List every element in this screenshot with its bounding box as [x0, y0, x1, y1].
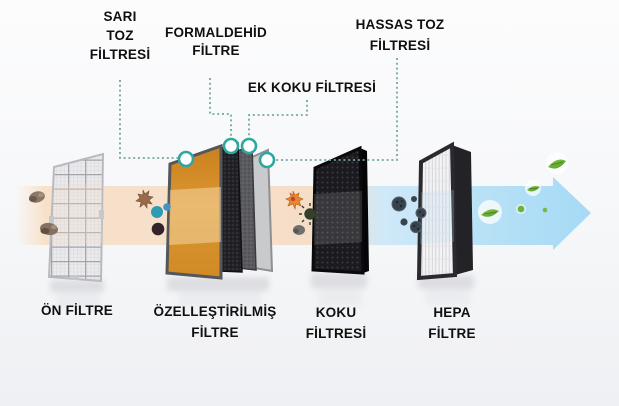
label-sari-toz-filtresi: SARI TOZ FİLTRESİ: [70, 7, 170, 64]
label-line: EK KOKU FİLTRESİ: [247, 80, 377, 95]
label-on-filtre: ÖN FİLTRE: [27, 301, 127, 320]
hepa-filter-panel: [416, 141, 473, 281]
panel-shadows: [50, 273, 474, 308]
label-line: ÖN FİLTRE: [40, 303, 114, 318]
label-formaldehid-filtre: FORMALDEHİD FİLTRE: [156, 24, 276, 60]
label-koku-filtresi: KOKU FİLTRESİ: [286, 302, 386, 344]
fine-dust-particles-icon: [391, 196, 427, 234]
marker-formaldehid: [222, 137, 240, 155]
marker-ek-koku: [240, 137, 258, 155]
pre-filter-panel: [47, 152, 105, 283]
label-ek-koku-filtresi: EK KOKU FİLTRESİ: [232, 78, 392, 97]
dust-particles-icon: [29, 191, 58, 236]
label-line: FORMALDEHİD: [165, 25, 267, 40]
pollen-microbe-particles-icon: [135, 189, 171, 236]
label-hepa-filtre: HEPA FİLTRE: [402, 302, 502, 344]
leader-formaldehid: [209, 78, 232, 139]
formaldehyde-odor-particles-icon: [285, 190, 321, 235]
label-line: FİLTRESİ: [89, 47, 151, 62]
label-line: HEPA: [433, 305, 471, 320]
leader-ek-koku: [248, 100, 308, 139]
label-line: ÖZELLEŞTİRİLMİŞ: [153, 304, 277, 319]
yellow-dust-layer: [165, 143, 223, 280]
label-line: TOZ: [106, 28, 134, 43]
marker-circles: [177, 137, 276, 169]
label-line: KOKU: [315, 305, 357, 320]
customized-filter-stack: [165, 141, 274, 280]
marker-yellow-dust: [177, 150, 195, 168]
label-line: SARI: [103, 9, 137, 24]
label-line: FİLTRE: [192, 43, 240, 58]
odor-filter-panel: [311, 145, 369, 275]
leader-hassas-toz: [275, 58, 398, 161]
clean-air-leaves-icon: [478, 152, 568, 224]
label-line: FİLTRE: [428, 326, 476, 341]
label-line: FİLTRE: [191, 325, 239, 340]
leader-lines: [119, 58, 398, 161]
leader-sari-toz: [119, 80, 178, 159]
marker-hassas-toz: [258, 151, 276, 169]
label-line: HASSAS TOZ: [355, 17, 445, 32]
label-ozellestirilmis-filtre: ÖZELLEŞTİRİLMİŞ FİLTRE: [140, 301, 290, 343]
label-line: FİLTRESİ: [369, 38, 431, 53]
label-hassas-toz-filtresi: HASSAS TOZ FİLTRESİ: [340, 14, 460, 56]
label-line: FİLTRESİ: [305, 326, 367, 341]
